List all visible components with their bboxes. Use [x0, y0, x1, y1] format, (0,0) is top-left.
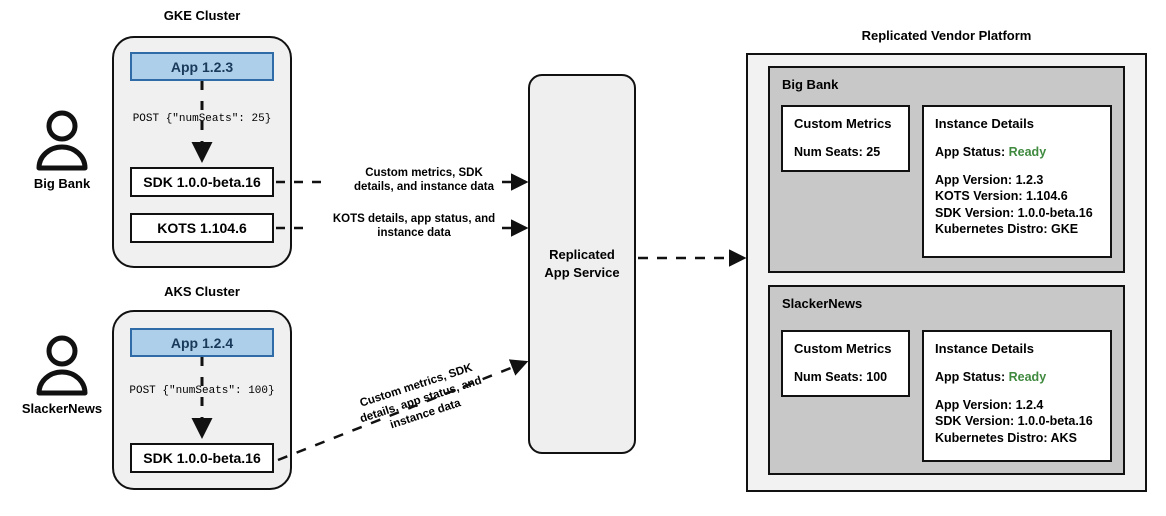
- instance-details-heading: Instance Details: [935, 341, 1034, 356]
- app-status-value: Ready: [1008, 145, 1047, 159]
- custom-metrics-panel-slackernews[interactable]: Custom Metrics Num Seats: 100: [781, 330, 910, 397]
- aks-post-payload: POST {"numSeats": 100}: [129, 385, 275, 397]
- gke-app-node[interactable]: App 1.2.3: [130, 52, 274, 81]
- slackernews-person-icon: [32, 335, 92, 397]
- aks-sdk-edge-label: Custom metrics, SDK details, app status,…: [324, 350, 519, 451]
- app-status-row: App Status: Ready: [935, 369, 1099, 386]
- big-bank-person-icon: [32, 110, 92, 172]
- gke-kots-edge-label: KOTS details, app status, and instance d…: [310, 212, 518, 241]
- app-status-label: App Status:: [935, 145, 1006, 159]
- tenant-name-big-bank: Big Bank: [782, 77, 839, 92]
- sdk-version-row: SDK Version: 1.0.0-beta.16: [935, 205, 1093, 220]
- replicated-app-service-node[interactable]: Replicated App Service: [528, 74, 636, 454]
- custom-metrics-row: Num Seats: 100: [794, 370, 888, 384]
- panel-spacer: [935, 386, 1099, 397]
- app-version-row: App Version: 1.2.4: [935, 397, 1044, 412]
- tenant-name-slackernews: SlackerNews: [782, 296, 863, 311]
- custom-metrics-heading: Custom Metrics: [794, 116, 892, 131]
- service-line-1: Replicated: [549, 247, 615, 263]
- aks-app-node[interactable]: App 1.2.4: [130, 328, 274, 357]
- slackernews-customer-label: SlackerNews: [21, 401, 103, 416]
- kubernetes-distro-row: Kubernetes Distro: AKS: [935, 430, 1077, 445]
- aks-cluster-title: AKS Cluster: [164, 284, 240, 299]
- gke-kots-node[interactable]: KOTS 1.104.6: [130, 213, 274, 243]
- gke-post-payload: POST {"numSeats": 25}: [132, 113, 272, 125]
- app-status-label: App Status:: [935, 370, 1006, 384]
- big-bank-customer-label: Big Bank: [33, 176, 91, 191]
- app-version-row: App Version: 1.2.3: [935, 172, 1044, 187]
- platform-title: Replicated Vendor Platform: [861, 28, 1032, 43]
- instance-details-heading: Instance Details: [935, 116, 1034, 131]
- panel-spacer: [935, 161, 1099, 172]
- gke-cluster-title: GKE Cluster: [163, 8, 241, 23]
- gke-kots-edge-label-line2: instance data: [377, 227, 451, 240]
- custom-metrics-row: Num Seats: 25: [794, 145, 881, 159]
- custom-metrics-heading: Custom Metrics: [794, 341, 892, 356]
- instance-details-panel-big-bank[interactable]: Instance Details App Status: Ready App V…: [922, 105, 1112, 258]
- custom-metrics-panel-big-bank[interactable]: Custom Metrics Num Seats: 25: [781, 105, 910, 172]
- service-line-2: App Service: [544, 265, 620, 280]
- instance-details-panel-slackernews[interactable]: Instance Details App Status: Ready App V…: [922, 330, 1112, 462]
- kubernetes-distro-row: Kubernetes Distro: GKE: [935, 222, 1079, 236]
- app-status-row: App Status: Ready: [935, 144, 1099, 161]
- gke-sdk-edge-label-line1: Custom metrics, SDK: [365, 167, 483, 179]
- gke-sdk-edge-label-line2: details, and instance data: [354, 181, 494, 194]
- gke-sdk-edge-label: Custom metrics, SDK details, and instanc…: [334, 166, 514, 195]
- app-status-value: Ready: [1008, 370, 1047, 384]
- gke-sdk-node[interactable]: SDK 1.0.0-beta.16: [130, 167, 274, 197]
- sdk-version-row: SDK Version: 1.0.0-beta.16: [935, 414, 1093, 428]
- gke-kots-edge-label-line1: KOTS details, app status, and: [332, 213, 496, 225]
- kots-version-row: KOTS Version: 1.104.6: [935, 189, 1068, 203]
- aks-sdk-node[interactable]: SDK 1.0.0-beta.16: [130, 443, 274, 473]
